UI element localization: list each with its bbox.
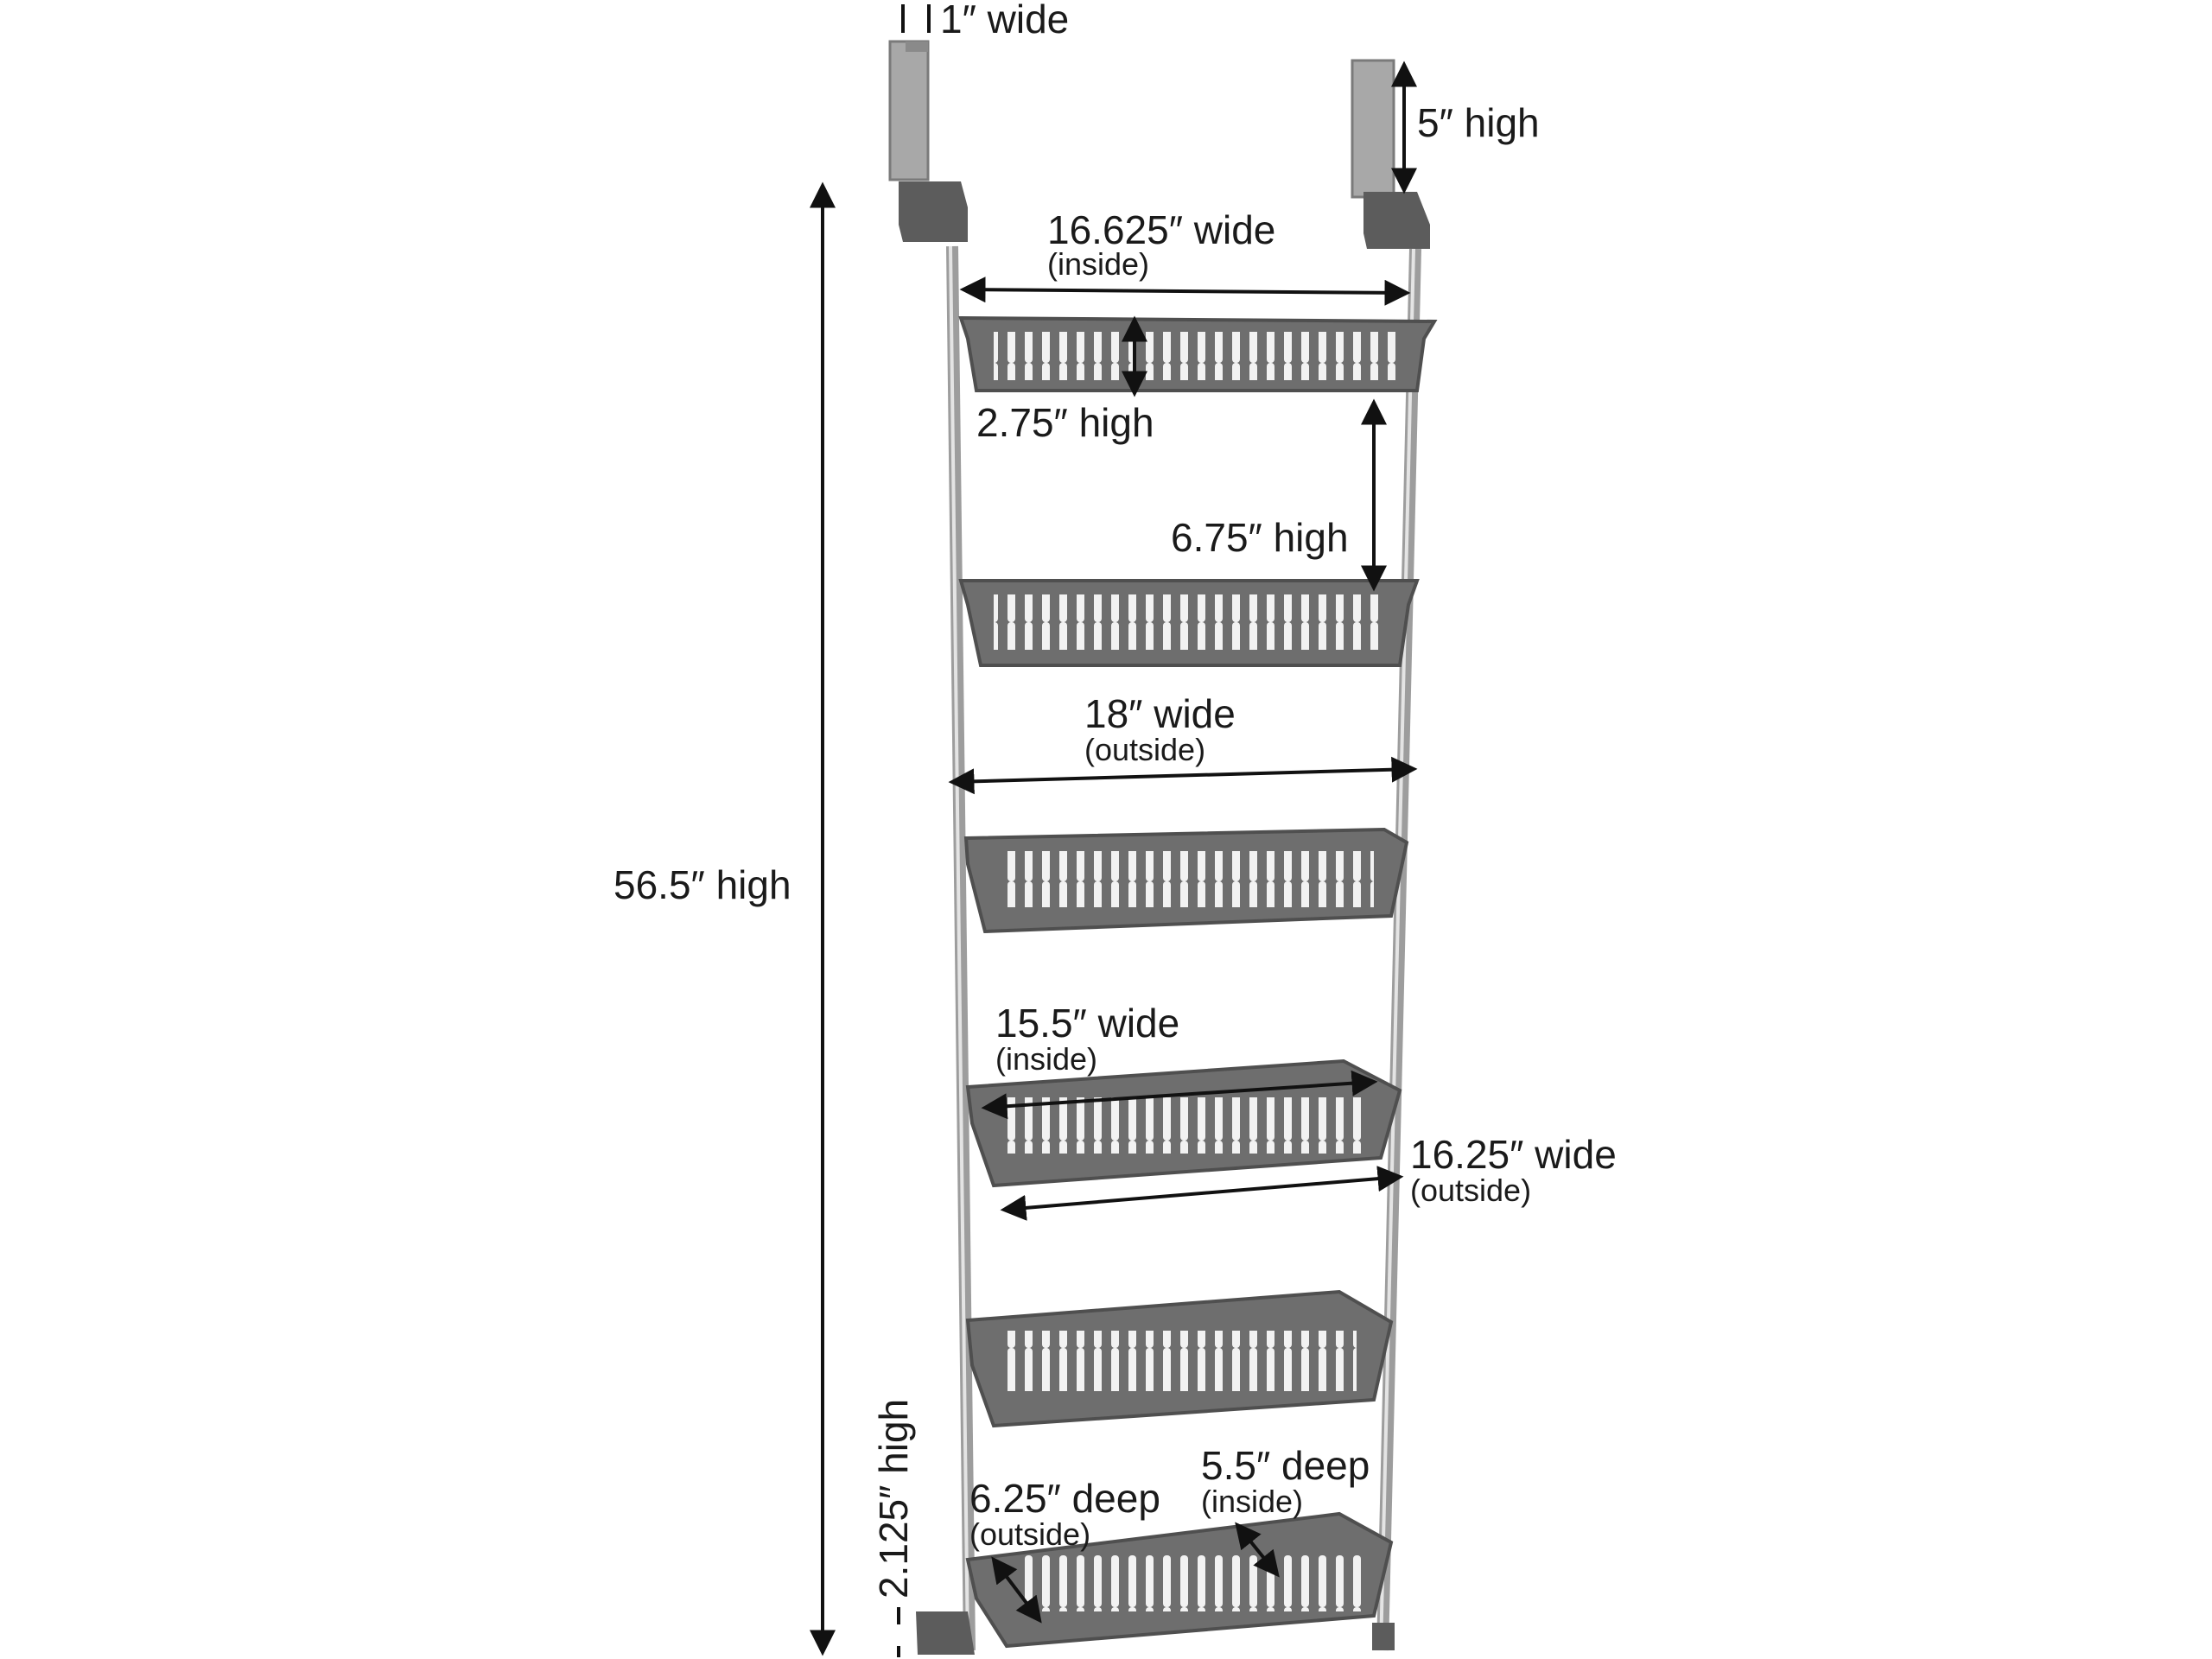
basket-spacing-label: 6.75″ high: [1171, 515, 1349, 560]
basket-1: [958, 315, 1438, 392]
hook-height-label: 5″ high: [1417, 100, 1540, 145]
basket-inside-width-note: (inside): [995, 1041, 1097, 1077]
basket-3: [963, 827, 1409, 934]
outside-width-arrow: [948, 756, 1418, 795]
basket-5: [965, 1289, 1394, 1428]
dimension-lines: [810, 4, 1418, 1657]
basket-inside-width-label: 15.5″ wide: [995, 1001, 1179, 1046]
inside-depth-arrow: [1235, 1522, 1280, 1578]
left-door-hook: [888, 40, 968, 242]
outside-depth-note: (outside): [969, 1516, 1090, 1552]
basket-6: [965, 1511, 1394, 1649]
organizer-hardware: [888, 40, 1438, 1655]
outside-width-note: (outside): [1084, 732, 1205, 767]
top-inside-width-label: 16.625″ wide: [1047, 207, 1275, 252]
outside-width-label: 18″ wide: [1084, 691, 1236, 736]
outside-depth-label: 6.25″ deep: [969, 1476, 1160, 1521]
basket-2: [958, 579, 1420, 667]
top-inside-width-arrow: [959, 276, 1411, 306]
basket-outside-width-arrow: [1000, 1166, 1404, 1221]
bottom-clearance-label: 2.125″ high: [871, 1399, 916, 1599]
inside-depth-note: (inside): [1201, 1484, 1303, 1519]
hook-width-label: 1″ wide: [940, 0, 1069, 41]
basket-inside-width-arrow: [981, 1070, 1378, 1120]
right-door-hook: [1351, 59, 1430, 249]
outside-depth-arrow: [991, 1556, 1042, 1624]
basket-outside-width-note: (outside): [1410, 1173, 1531, 1208]
top-inside-width-note: (inside): [1047, 246, 1149, 282]
left-foot: [916, 1611, 975, 1655]
basket-height-label: 2.75″ high: [976, 400, 1154, 445]
basket-4: [965, 1058, 1402, 1188]
basket-outside-width-label: 16.25″ wide: [1410, 1132, 1617, 1177]
inside-depth-label: 5.5″ deep: [1201, 1443, 1370, 1488]
overall-height-label: 56.5″ high: [613, 862, 791, 907]
